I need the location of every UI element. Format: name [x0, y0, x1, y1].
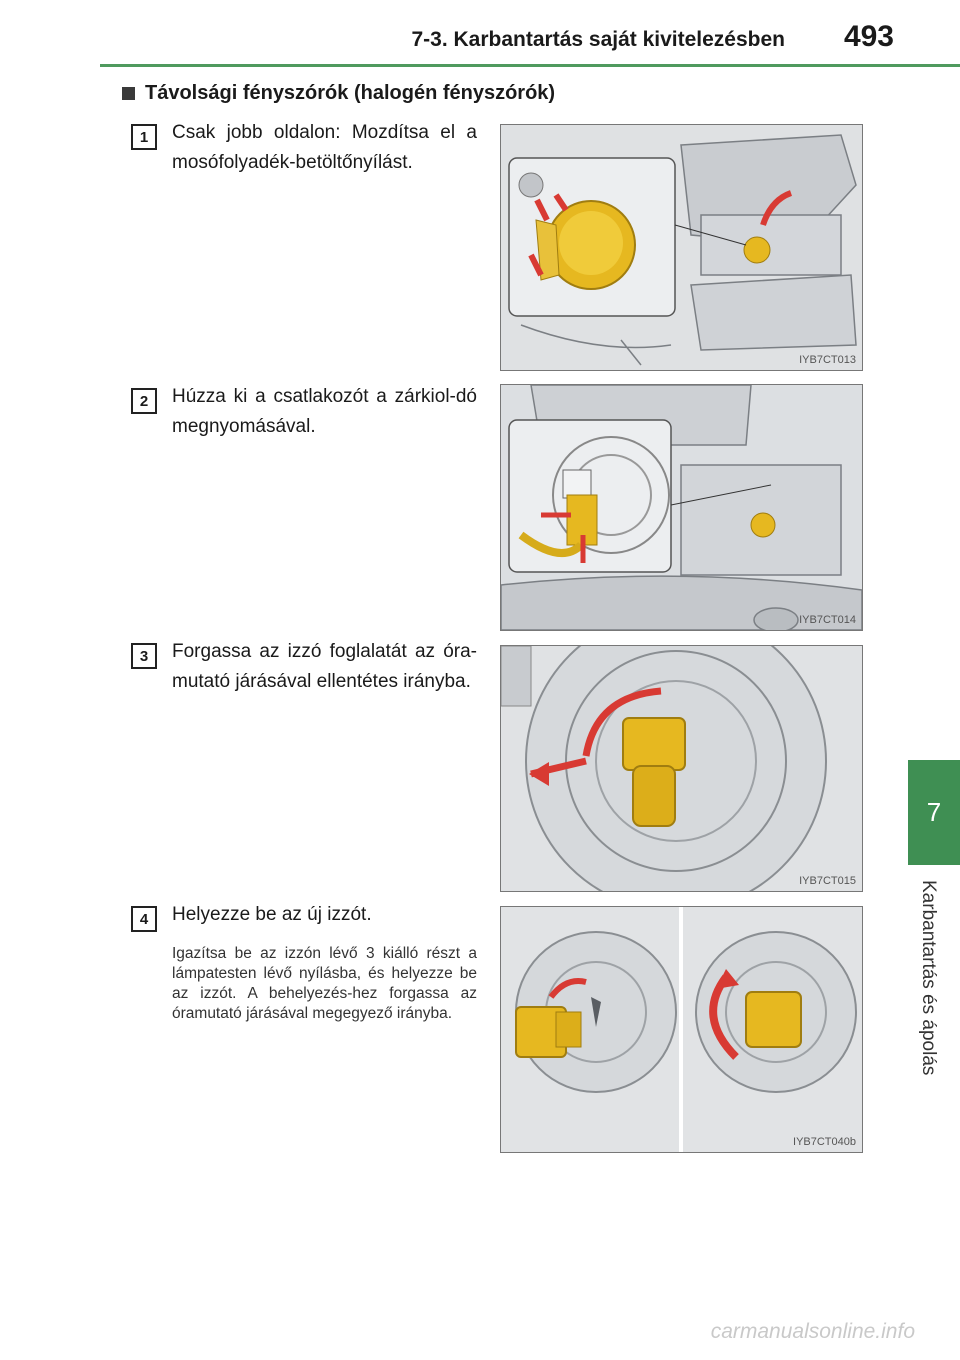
step-text-4: Helyezze be az új izzót. — [172, 904, 372, 925]
square-bullet-icon — [122, 87, 135, 100]
figure-code-1: IYB7CT013 — [799, 354, 856, 366]
figure-code-2: IYB7CT014 — [799, 614, 856, 626]
step-number-3: 3 — [131, 643, 157, 669]
footer-watermark: carmanualsonline.info — [710, 1320, 915, 1343]
figure-step-3: IYB7CT015 — [500, 645, 863, 892]
new-bulb-insert-illustration — [501, 907, 862, 1152]
step-number-4: 4 — [131, 906, 157, 932]
step-number-2: 2 — [131, 388, 157, 414]
figure-code-3: IYB7CT015 — [799, 875, 856, 887]
header-rule — [100, 64, 960, 67]
step-note-4: Igazítsa be az izzón lévő 3 kiálló részt… — [172, 945, 477, 1022]
figure-code-4: IYB7CT040b — [793, 1136, 856, 1148]
engine-bay-washer-illustration — [501, 125, 862, 370]
figure-step-4: IYB7CT040b — [500, 906, 863, 1153]
section-heading: Távolsági fényszórók (halogén fényszórók… — [122, 82, 555, 105]
step-text-1: Csak jobb oldalon: Mozdítsa el a mosófol… — [172, 122, 477, 173]
chapter-tab[interactable]: 7 — [908, 760, 960, 865]
connector-unplug-illustration — [501, 385, 862, 630]
step-text-2: Húzza ki a csatlakozót a zárkiol-dó megn… — [172, 386, 477, 437]
running-header: 7-3. Karbantartás saját kivitelezésben — [411, 28, 785, 51]
section-heading-text: Távolsági fényszórók (halogén fényszórók… — [145, 82, 556, 104]
bulb-socket-rotate-illustration — [501, 646, 862, 891]
page-number: 493 — [843, 20, 894, 53]
step-number-1: 1 — [131, 124, 157, 150]
chapter-side-label: Karbantartás és ápolás — [918, 880, 939, 1076]
figure-step-1: IYB7CT013 — [500, 124, 863, 371]
figure-step-2: IYB7CT014 — [500, 384, 863, 631]
step-text-3: Forgassa az izzó foglalatát az óra-mutat… — [172, 641, 477, 692]
